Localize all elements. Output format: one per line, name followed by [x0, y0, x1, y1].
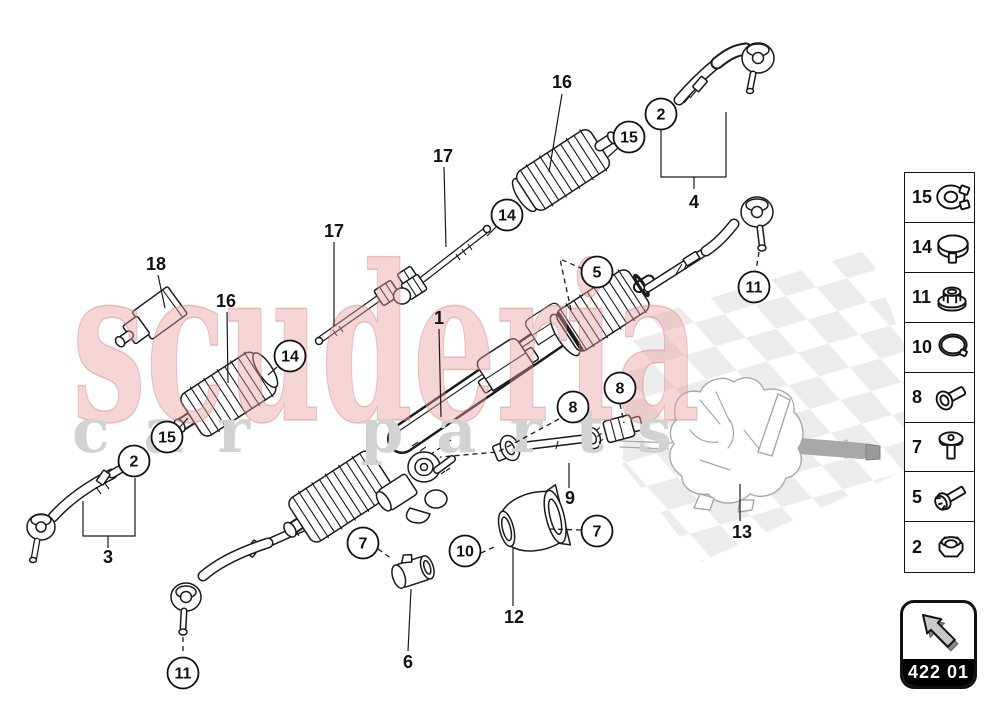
steering-column-housing-ghost: [619, 377, 881, 513]
callout-circle-2[interactable]: 2: [644, 97, 678, 131]
svg-text:8: 8: [569, 400, 578, 417]
band-clamp-icon: [937, 234, 969, 264]
legend-item-5[interactable]: 5: [904, 471, 975, 523]
parts-legend: 15 14 11 10: [904, 172, 975, 573]
legend-item-2[interactable]: 2: [904, 521, 975, 573]
page-reference-box[interactable]: 422 01: [900, 600, 977, 689]
inner-tie-rod-upper: [392, 224, 492, 305]
callout-circle-2[interactable]: 2: [117, 444, 151, 478]
callout-label-4[interactable]: 4: [689, 192, 699, 212]
hex-bolt-icon: [934, 486, 967, 511]
steering-rack-assembly: [170, 196, 774, 636]
callout-label-6[interactable]: 6: [403, 652, 413, 672]
svg-text:2: 2: [130, 454, 139, 471]
callout-label-17[interactable]: 17: [324, 221, 344, 241]
callout-circle-11[interactable]: 11: [737, 270, 771, 304]
cone-boot: [497, 483, 572, 552]
svg-text:10: 10: [456, 544, 474, 561]
svg-text:11: 11: [175, 666, 192, 683]
callout-label-13[interactable]: 13: [732, 522, 752, 542]
bushing: [391, 553, 435, 589]
legend-item-14[interactable]: 14: [904, 221, 975, 274]
socket-bolt-icon: [935, 386, 967, 411]
svg-text:15: 15: [158, 430, 176, 447]
svg-text:14: 14: [498, 208, 516, 225]
legend-item-8[interactable]: 8: [904, 371, 975, 424]
boot-clamp-icon: [936, 184, 971, 210]
leader-lines: [82, 93, 760, 655]
callout-circle-7[interactable]: 7: [580, 514, 614, 548]
svg-text:15: 15: [620, 130, 638, 147]
callout-circle-11[interactable]: 11: [166, 656, 200, 690]
diagram-artwork: [26, 42, 881, 636]
callout-label-3[interactable]: 3: [103, 547, 113, 567]
legend-part-number: 10: [912, 336, 933, 357]
legend-part-number: 11: [912, 287, 932, 308]
callout-circle-8[interactable]: 8: [556, 390, 590, 424]
legend-item-11[interactable]: 11: [904, 271, 975, 324]
callout-label-17[interactable]: 17: [433, 146, 453, 166]
callout-circle-5[interactable]: 5: [580, 255, 614, 289]
page-code: 422 01: [903, 659, 974, 686]
callout-circle-10[interactable]: 10: [448, 534, 482, 568]
grease-tube: [114, 286, 188, 348]
svg-text:7: 7: [593, 524, 602, 541]
svg-text:5: 5: [593, 265, 602, 282]
callout-circle-14[interactable]: 14: [273, 339, 307, 373]
svg-text:11: 11: [746, 280, 763, 297]
svg-text:7: 7: [359, 536, 368, 553]
callout-label-1[interactable]: 1: [434, 308, 444, 328]
callout-label-18[interactable]: 18: [146, 254, 166, 274]
tie-rod-end-loose: [26, 461, 131, 564]
svg-text:8: 8: [616, 381, 625, 398]
callout-circle-8[interactable]: 8: [603, 371, 637, 405]
callout-label-16[interactable]: 16: [216, 291, 236, 311]
legend-part-number: 15: [912, 187, 933, 208]
legend-item-7[interactable]: 7: [904, 421, 975, 474]
legend-part-number: 5: [912, 486, 923, 507]
callout-circle-14[interactable]: 14: [490, 198, 524, 232]
legend-part-number: 7: [912, 436, 923, 457]
callout-label-9[interactable]: 9: [565, 488, 575, 508]
callout-circle-15[interactable]: 15: [612, 120, 646, 154]
legend-item-10[interactable]: 10: [904, 321, 975, 374]
svg-text:2: 2: [657, 107, 666, 124]
callout-label-12[interactable]: 12: [504, 607, 524, 627]
inner-tie-rod-lower: [314, 265, 420, 346]
lock-nut-icon: [938, 536, 964, 558]
steering-boot-top: [511, 129, 619, 213]
flange-nut-icon: [937, 286, 967, 312]
clamp-ring-icon: [938, 333, 968, 358]
callout-label-16[interactable]: 16: [552, 72, 572, 92]
pan-screw-icon: [938, 431, 964, 460]
legend-part-number: 14: [912, 237, 933, 258]
svg-text:14: 14: [281, 349, 299, 366]
legend-item-15[interactable]: 15: [904, 172, 975, 224]
legend-part-number: 2: [912, 536, 923, 557]
callout-circle-15[interactable]: 15: [150, 420, 184, 454]
universal-joint-shaft: [492, 414, 644, 462]
tie-rod-end-top-right: [673, 42, 775, 106]
callout-circle-7[interactable]: 7: [346, 526, 380, 560]
legend-part-number: 8: [912, 386, 923, 407]
back-arrow-icon: [921, 614, 959, 652]
